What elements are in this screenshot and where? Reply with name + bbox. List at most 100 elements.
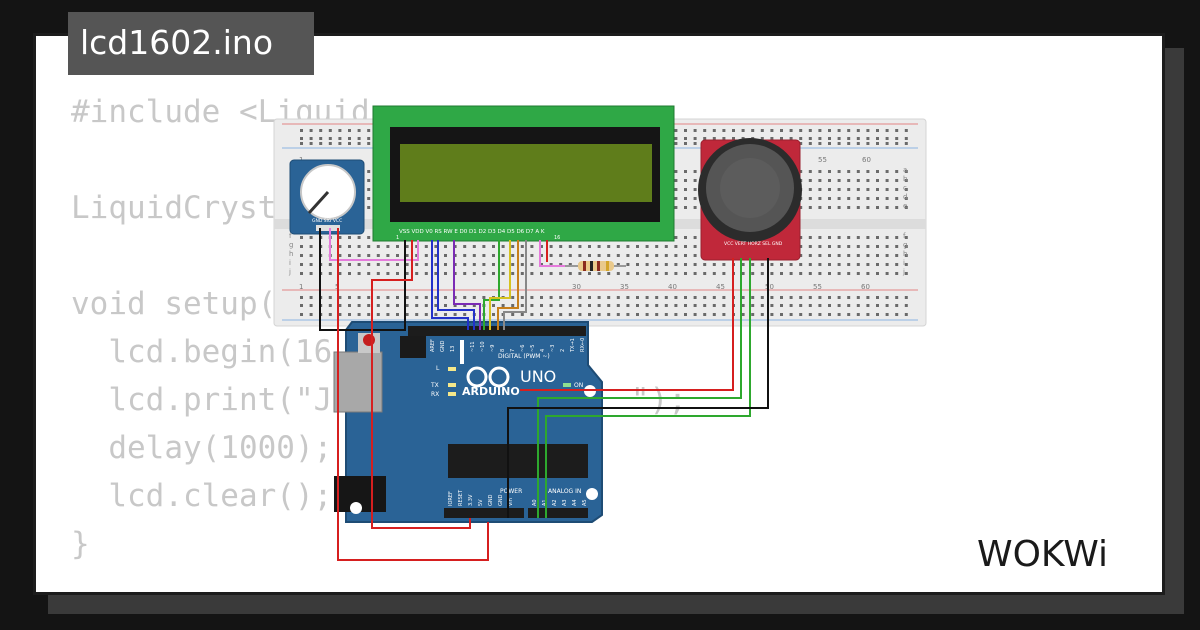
breadboard-hole: [722, 296, 726, 299]
svg-text:h: h: [289, 250, 293, 258]
breadboard-hole: [828, 170, 831, 173]
wire-d7-gray: [503, 240, 527, 330]
breadboard-hole: [664, 304, 668, 307]
breadboard-hole: [856, 254, 860, 257]
breadboard-hole: [799, 245, 803, 248]
breadboard-hole: [808, 137, 812, 140]
breadboard-hole: [463, 272, 467, 275]
breadboard-hole: [472, 263, 476, 266]
breadboard-hole: [309, 296, 313, 299]
svg-text:f: f: [289, 232, 292, 240]
breadboard-hole: [328, 263, 332, 266]
breadboard-hole: [482, 254, 486, 257]
header-pin-label: RX←0: [580, 338, 586, 352]
breadboard-hole: [818, 254, 822, 257]
breadboard-hole: [818, 197, 822, 200]
breadboard-hole: [885, 197, 889, 200]
breadboard-hole: [674, 304, 678, 307]
svg-text:h: h: [903, 250, 907, 258]
header-pin-label: 4: [540, 349, 546, 352]
breadboard-hole: [424, 254, 428, 257]
breadboard-hole: [818, 170, 822, 173]
breadboard-hole: [636, 263, 639, 266]
breadboard-hole: [770, 137, 774, 140]
breadboard-hole: [856, 142, 860, 145]
breadboard-hole: [578, 245, 582, 248]
breadboard-hole: [904, 206, 908, 209]
breadboard-hole: [405, 254, 409, 257]
breadboard-hole: [434, 254, 438, 257]
breadboard-hole: [588, 254, 591, 257]
breadboard-hole: [684, 254, 687, 257]
breadboard-hole: [856, 170, 860, 173]
breadboard-hole: [828, 272, 831, 275]
breadboard-hole: [386, 272, 390, 275]
breadboard-hole: [300, 142, 303, 145]
breadboard-hole: [616, 304, 620, 307]
breadboard-hole: [348, 236, 351, 239]
breadboard-hole: [367, 170, 371, 173]
breadboard-hole: [559, 296, 563, 299]
breadboard-hole: [367, 263, 371, 266]
file-title: lcd1602.ino: [80, 23, 274, 62]
breadboard-hole: [837, 206, 841, 209]
breadboard-hole: [530, 254, 534, 257]
breadboard-hole: [866, 304, 870, 307]
breadboard-hole: [396, 304, 399, 307]
breadboard-hole: [530, 263, 534, 266]
breadboard-hole: [578, 304, 582, 307]
breadboard-hole: [367, 236, 371, 239]
power-pin-label: GND: [498, 494, 504, 506]
breadboard-hole: [828, 254, 831, 257]
breadboard-hole: [453, 313, 457, 316]
analog-joystick: VCC VERT HORZ SEL GND: [698, 138, 802, 261]
breadboard-hole: [818, 206, 822, 209]
analog-header: [528, 508, 588, 518]
breadboard-hole: [818, 129, 822, 132]
breadboard-hole: [405, 245, 409, 248]
breadboard-hole: [597, 296, 601, 299]
breadboard-hole: [885, 142, 889, 145]
breadboard-hole: [559, 254, 563, 257]
breadboard-hole: [434, 263, 438, 266]
column-number: 40: [668, 283, 677, 291]
arduino-model: UNO: [520, 367, 556, 386]
breadboard-hole: [712, 137, 716, 140]
column-number: 60: [862, 156, 871, 164]
breadboard-hole: [808, 304, 812, 307]
breadboard-hole: [885, 304, 889, 307]
breadboard-hole: [856, 137, 860, 140]
breadboard-hole: [328, 304, 332, 307]
breadboard-hole: [588, 272, 591, 275]
breadboard-hole: [904, 197, 908, 200]
breadboard-hole: [511, 245, 515, 248]
breadboard-hole: [463, 254, 467, 257]
breadboard-hole: [780, 296, 783, 299]
breadboard-hole: [837, 263, 841, 266]
breadboard-hole: [799, 142, 803, 145]
svg-text:e: e: [903, 202, 907, 210]
breadboard-hole: [607, 296, 611, 299]
wire-joy-vert: [537, 258, 742, 518]
breadboard-hole: [741, 129, 745, 132]
wire-backlight: [539, 240, 565, 267]
breadboard-hole: [684, 137, 687, 140]
breadboard-hole: [444, 263, 447, 266]
breadboard-hole: [415, 272, 419, 275]
code-line: delay(1000);: [71, 430, 333, 466]
header-pin-label: AREF: [430, 339, 436, 352]
breadboard-hole: [626, 263, 630, 266]
breadboard-hole: [799, 137, 803, 140]
breadboard-hole: [607, 304, 611, 307]
header-pin-label: TX→1: [570, 338, 576, 353]
breadboard-hole: [866, 245, 870, 248]
breadboard-hole: [405, 272, 409, 275]
breadboard-hole: [424, 296, 428, 299]
breadboard-hole: [674, 245, 678, 248]
on-label: ON: [574, 382, 583, 389]
breadboard-hole: [895, 129, 899, 132]
breadboard-hole: [348, 296, 351, 299]
breadboard-hole: [876, 129, 879, 132]
breadboard-hole: [885, 272, 889, 275]
svg-text:j: j: [288, 268, 291, 276]
